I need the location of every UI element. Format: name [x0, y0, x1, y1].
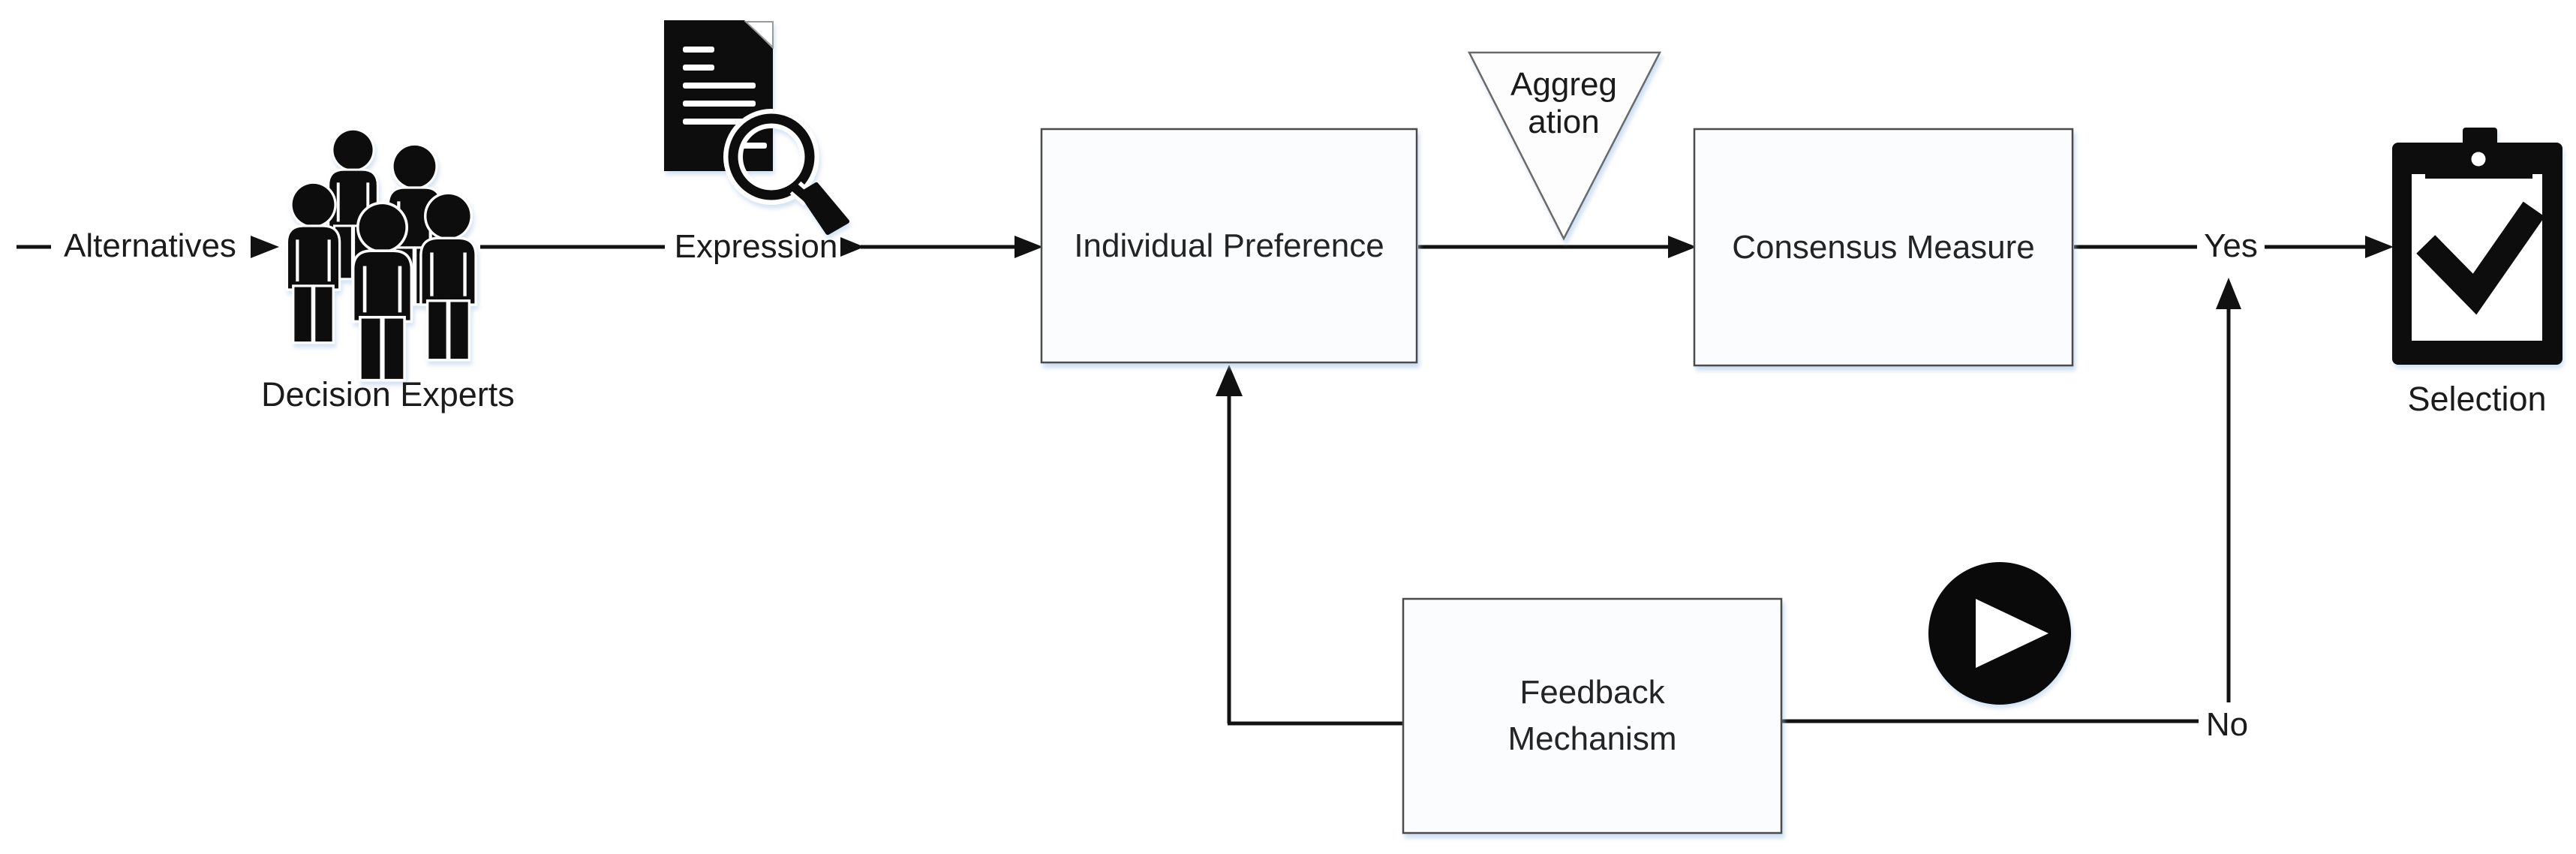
aggregation-triangle — [1467, 51, 1662, 241]
expression-arrowhead — [840, 237, 864, 257]
selection-clipboard-icon — [2392, 128, 2562, 365]
expression-document-icon — [664, 20, 849, 235]
person-silhouette — [422, 194, 475, 359]
individual-preference-label: Individual Preference — [1074, 227, 1384, 264]
decision-experts-label: Decision Experts — [261, 375, 515, 413]
arrowheads — [251, 236, 2394, 396]
feedback-mechanism-box — [1402, 597, 1783, 834]
individual-in-arrowhead — [1014, 236, 1043, 258]
process-boxes — [1040, 51, 2074, 834]
magnifier-icon — [723, 109, 849, 235]
consensus-measure-label: Consensus Measure — [1732, 228, 2035, 266]
document-icon — [664, 20, 774, 171]
expression-label: Expression — [674, 228, 838, 265]
person-silhouette — [288, 184, 338, 341]
checkmark-icon — [2416, 201, 2545, 315]
no-label: No — [2205, 706, 2249, 743]
main-flow-lines — [17, 245, 2368, 726]
selection-in-arrowhead — [2365, 236, 2394, 258]
decision-experts-icon — [288, 131, 474, 379]
consensus-measure-box — [1693, 128, 2074, 367]
yes-label: Yes — [2204, 227, 2258, 264]
feedback-mechanism-label: Feedback Mechanism — [1507, 674, 1677, 757]
play-icon — [1928, 562, 2071, 705]
person-silhouette — [354, 204, 410, 379]
selection-label: Selection — [2407, 380, 2547, 418]
clip-hole — [2471, 152, 2486, 167]
feedback-up-arrowhead — [1216, 365, 1243, 396]
alternatives-label: Alternatives — [64, 227, 236, 264]
no-return-arrowhead — [2216, 278, 2241, 309]
alternatives-arrowhead — [251, 236, 279, 258]
individual-preference-box — [1040, 128, 1418, 364]
aggregation-label: Aggreg ation — [1510, 66, 1617, 140]
consensus-in-arrowhead — [1668, 236, 1697, 258]
